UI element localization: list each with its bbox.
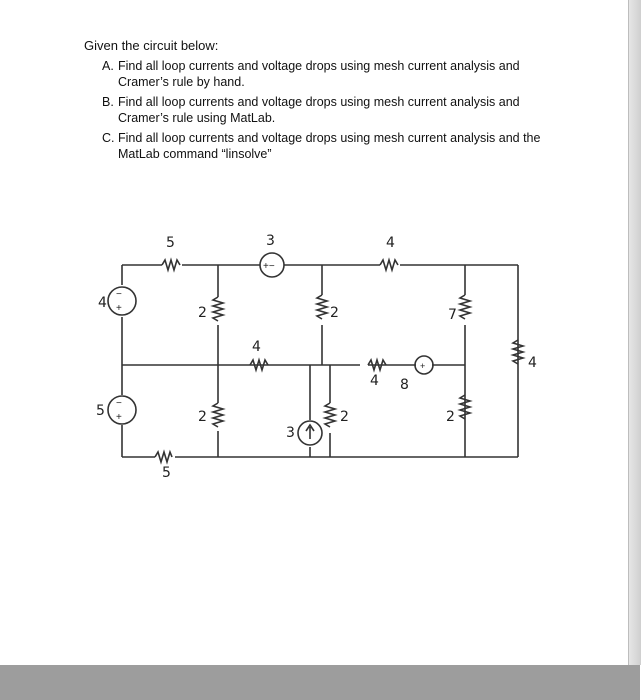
label-r-far-right: 4 <box>528 355 537 371</box>
label-r-mid-left: 2 <box>198 305 207 321</box>
svg-text:−: − <box>116 289 122 300</box>
item-text: Find all loop currents and voltage drops… <box>118 131 541 161</box>
circuit-diagram: − + +− − + + 5 3 4 4 2 2 7 4 4 4 8 5 2 <box>96 233 537 481</box>
voltage-source-icon <box>107 286 137 316</box>
label-r-lower-right: 2 <box>446 409 455 425</box>
document-page: Given the circuit below: A. Find all loo… <box>84 38 562 481</box>
label-r-right-horiz: 4 <box>370 373 379 389</box>
svg-text:+: + <box>116 303 122 314</box>
label-r-bottom-left: 5 <box>162 465 171 481</box>
voltage-source-icon <box>414 355 434 375</box>
current-source-icon <box>297 420 323 446</box>
item-letter: A. <box>102 59 114 73</box>
label-r-right-upper: 7 <box>448 307 457 323</box>
circuit-wires <box>121 264 519 458</box>
voltage-source-icon <box>107 395 137 425</box>
svg-text:+−: +− <box>263 261 275 272</box>
svg-text:+: + <box>116 412 122 423</box>
label-vs-left-top: 4 <box>98 295 107 311</box>
viewer-bottom-band <box>0 665 640 700</box>
label-r-top-right: 4 <box>386 235 395 251</box>
sources: − + +− − + + <box>107 252 434 446</box>
label-r-lower-left: 2 <box>198 409 207 425</box>
resistors <box>154 257 526 465</box>
problem-item-a: A. Find all loop currents and voltage dr… <box>102 58 562 90</box>
problem-intro: Given the circuit below: <box>84 38 219 53</box>
item-letter: B. <box>102 95 114 109</box>
svg-text:+: + <box>420 361 425 371</box>
component-labels: 5 3 4 4 2 2 7 4 4 4 8 5 2 3 2 2 5 <box>96 233 537 481</box>
label-vs-left-bottom: 5 <box>96 403 105 419</box>
item-text: Find all loop currents and voltage drops… <box>118 59 520 89</box>
label-vs-top-mid: 3 <box>266 233 275 249</box>
svg-text:−: − <box>116 398 122 409</box>
item-letter: C. <box>102 131 115 145</box>
label-r-top-left: 5 <box>166 235 175 251</box>
page-edge <box>628 0 641 665</box>
item-text: Find all loop currents and voltage drops… <box>118 95 520 125</box>
label-r-mid-horiz: 4 <box>252 339 261 355</box>
label-cs-bottom: 3 <box>286 425 295 441</box>
label-r-mid-center: 2 <box>330 305 339 321</box>
problem-items: A. Find all loop currents and voltage dr… <box>102 58 562 166</box>
voltage-source-icon <box>259 252 285 278</box>
label-vs-right-horiz: 8 <box>400 377 409 393</box>
label-r-lower-center: 2 <box>340 409 349 425</box>
problem-item-c: C. Find all loop currents and voltage dr… <box>102 130 562 162</box>
problem-item-b: B. Find all loop currents and voltage dr… <box>102 94 562 126</box>
